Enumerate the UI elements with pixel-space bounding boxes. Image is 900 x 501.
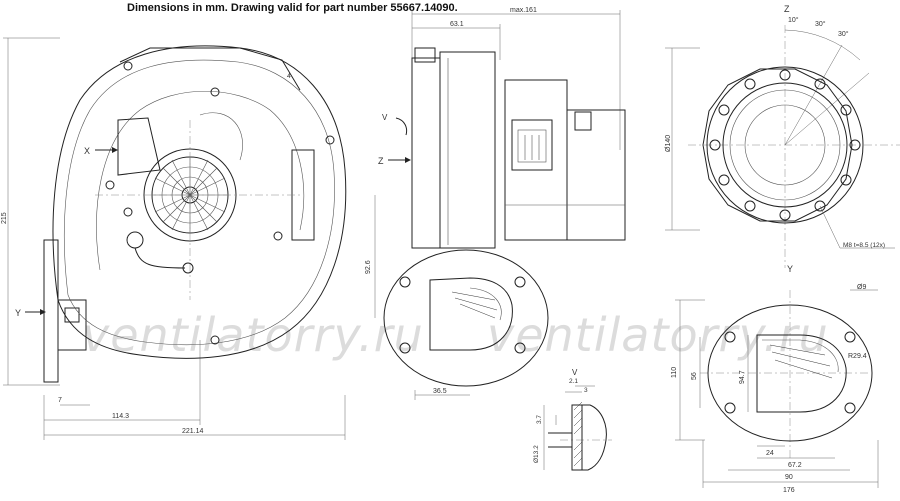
dim-width-114: 114.3 [112, 413, 129, 420]
dim-hole: Ø9 [857, 284, 866, 291]
top-view-label: Z [784, 4, 790, 14]
marker-x: X [84, 146, 90, 156]
dim-67: 67.2 [788, 462, 802, 469]
angle-10: 10° [788, 16, 799, 24]
dim-56: 56 [691, 372, 698, 380]
dim-offset-7: 7 [58, 397, 62, 404]
dim-2-1: 2.1 [569, 378, 578, 385]
drawing-caption: Dimensions in mm. Drawing valid for part… [127, 2, 458, 14]
side-view: V Z max.161 63.1 92.6 36.5 [365, 7, 626, 400]
dim-bolt-circle: Ø140 [665, 135, 672, 152]
dim-3: 3 [584, 387, 588, 394]
dim-13-2: Ø13.2 [533, 445, 540, 463]
dim-24: 24 [766, 450, 774, 457]
angle-30-b: 30° [838, 30, 849, 38]
marker-v: V [382, 113, 388, 122]
dim-width-221: 221.14 [182, 428, 204, 435]
dim-176: 176 [783, 487, 795, 494]
front-view: X Y 215 7 114.3 221.14 4 [1, 37, 347, 440]
dim-94: 94.7 [739, 370, 746, 384]
dim-110: 110 [671, 367, 678, 378]
detail-view-v: V 2.1 3 3.7 Ø13.2 [533, 368, 612, 471]
top-view-z: Z 10° 30° 30° [665, 4, 900, 268]
dim-offset-36: 36.5 [433, 388, 447, 395]
dim-thread: M8 t=8.5 (12x) [843, 242, 885, 249]
outlet-view-label: Y [787, 264, 793, 274]
dim-height-215: 215 [1, 212, 8, 224]
dim-depth-161: max.161 [510, 7, 537, 14]
dim-gap-4: 4 [287, 73, 291, 80]
marker-z: Z [378, 156, 384, 166]
outlet-view-y: Y 110 56 94.7 2 [671, 264, 879, 494]
dim-radius: R29.4 [848, 353, 867, 360]
dim-height-92: 92.6 [365, 260, 372, 274]
marker-y: Y [15, 308, 21, 318]
dim-3-7: 3.7 [536, 415, 543, 424]
angle-30-a: 30° [815, 20, 826, 28]
detail-view-label: V [572, 368, 578, 377]
dim-90: 90 [785, 474, 793, 481]
dim-depth-63: 63.1 [450, 21, 464, 28]
